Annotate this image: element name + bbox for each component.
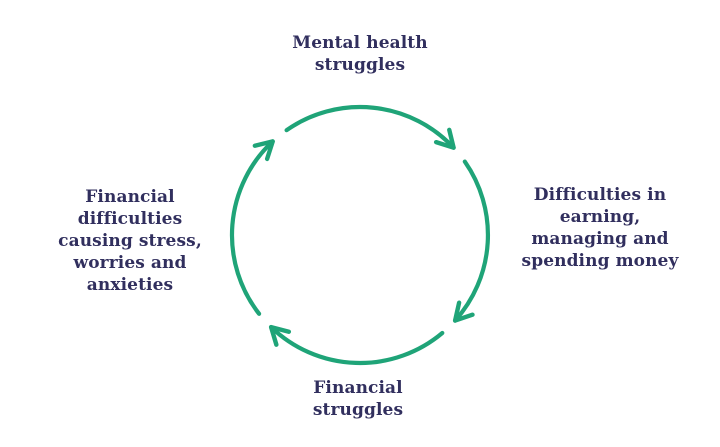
node-financial-difficulties-stress: Financial difficulties causing stress, w… xyxy=(58,187,202,295)
cycle-arc-left xyxy=(229,139,275,316)
cycle-arc-right xyxy=(452,159,490,323)
node-mental-health-struggles: Mental health struggles xyxy=(292,33,428,75)
cycle-arc-top xyxy=(284,105,456,150)
node-difficulties-earning-managing-spending: Difficulties in earning, managing and sp… xyxy=(521,185,679,271)
node-financial-struggles: Financial struggles xyxy=(312,378,404,420)
cycle-arc-bottom xyxy=(268,324,445,366)
